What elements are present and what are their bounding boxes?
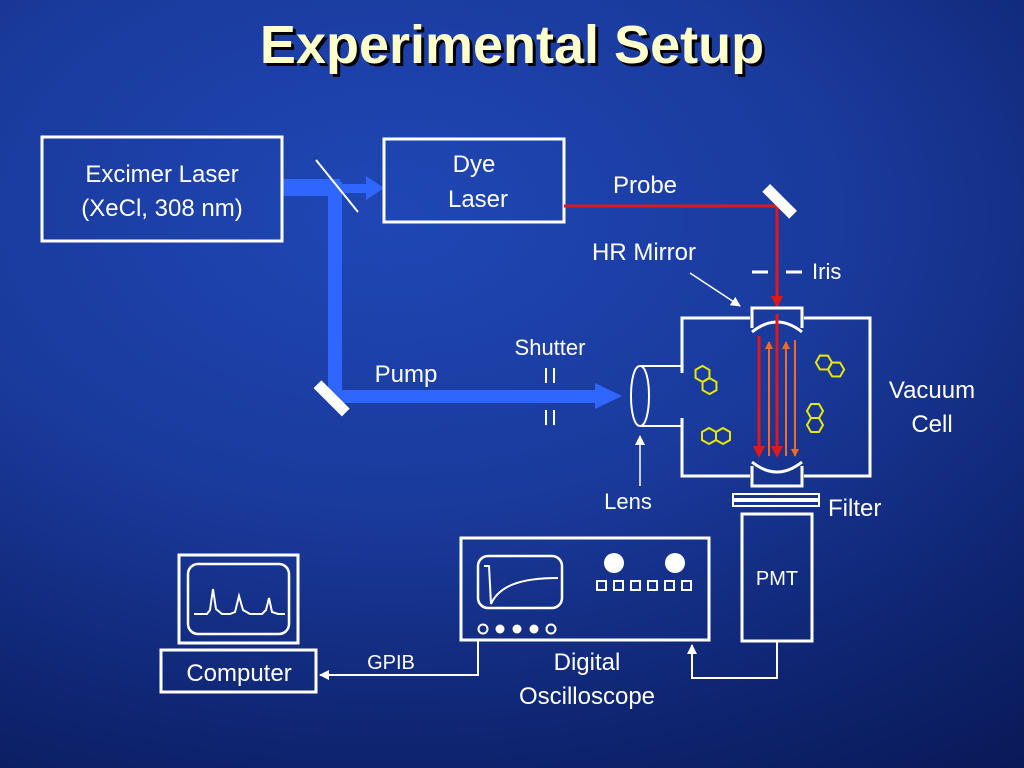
slide-title: Experimental Setup [259, 15, 765, 75]
dye-laser-box [382, 137, 566, 224]
oscilloscope-trace [484, 565, 559, 605]
hr-mirror-pointer [689, 272, 741, 307]
oscilloscope-label-2: Oscilloscope [519, 683, 655, 710]
molecule-icon [814, 354, 846, 378]
excimer-laser-spec: (XeCl, 308 nm) [81, 195, 242, 222]
iris-label: Iris [812, 259, 841, 284]
excimer-laser-box [40, 135, 284, 243]
intracavity-beams [753, 314, 799, 458]
oscilloscope-label: Digital [554, 649, 621, 676]
oscilloscope-knob [604, 553, 624, 573]
probe-beam [564, 204, 783, 308]
lens [630, 364, 682, 428]
oscilloscope-screen [476, 554, 564, 610]
gpib-cable [319, 640, 479, 680]
cavity-mirror-bottom [750, 460, 804, 488]
oscilloscope-knob [665, 553, 685, 573]
pump-beam [283, 176, 622, 409]
gpib-label: GPIB [367, 652, 415, 674]
vacuum-cell [680, 316, 872, 478]
molecule-icon [694, 364, 718, 396]
shutter [545, 368, 555, 425]
beam-splitter [315, 159, 359, 213]
molecule-icon [701, 426, 731, 446]
computer-label: Computer [186, 660, 291, 687]
lens-label: Lens [604, 489, 652, 514]
probe-label: Probe [613, 172, 677, 199]
turning-mirror-pump [313, 380, 350, 417]
excimer-laser-label: Excimer Laser [85, 161, 238, 188]
digital-oscilloscope [459, 536, 711, 642]
shutter-label: Shutter [515, 335, 586, 360]
filter-label: Filter [828, 495, 881, 522]
filter [732, 493, 820, 507]
hr-mirror-label: HR Mirror [592, 239, 696, 266]
dye-laser-label-2: Laser [448, 186, 508, 213]
vacuum-cell-label-2: Cell [911, 411, 952, 438]
computer-monitor [177, 553, 300, 645]
pmt-signal-cable [687, 641, 778, 679]
vacuum-cell-label: Vacuum [889, 377, 975, 404]
dye-laser-label: Dye [453, 151, 496, 178]
computer-screen-trace [194, 588, 285, 615]
pmt-label: PMT [756, 568, 798, 590]
computer-box [159, 648, 318, 694]
pump-label: Pump [375, 361, 438, 388]
molecule-icon [805, 403, 825, 433]
turning-mirror-probe [762, 184, 797, 219]
